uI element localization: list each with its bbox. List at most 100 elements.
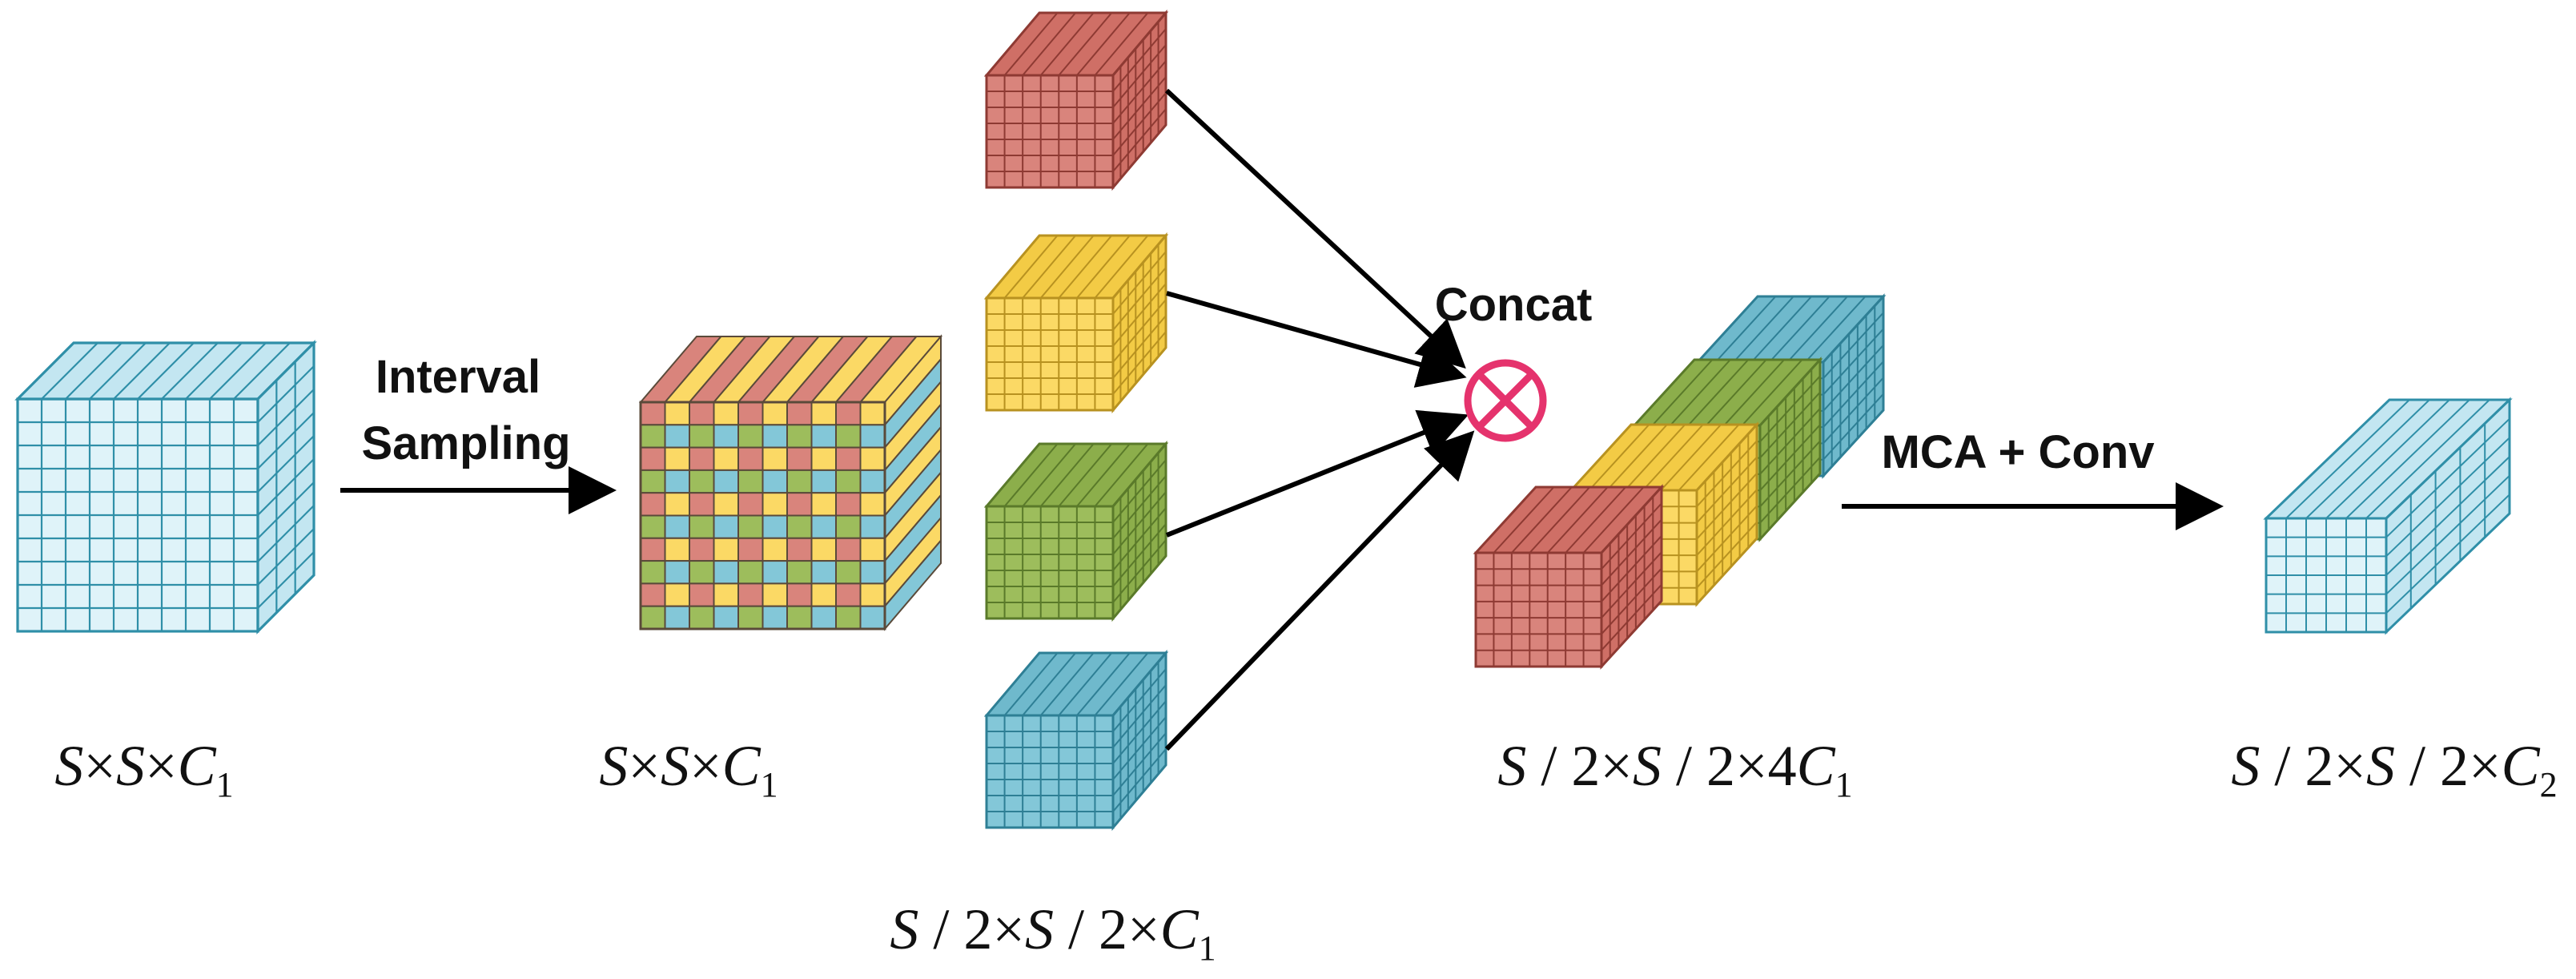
cube-side-face: [1695, 421, 1758, 607]
interval-sampled-cube: [638, 334, 943, 631]
sampled-front-cell: [737, 605, 764, 631]
sampled-front-cell: [737, 469, 764, 494]
sampled-front-cell: [664, 582, 690, 607]
split-dim-label: S / 2×S / 2×C1: [890, 897, 1216, 968]
sampled-front-outline: [639, 401, 886, 631]
interval-label-line1: Interval: [376, 351, 541, 403]
sampled-front-cell: [835, 401, 862, 426]
output-dim-label: S / 2×S / 2×C2: [2231, 734, 2557, 804]
sampled-front-cell: [689, 401, 715, 426]
cube-side-face: [1111, 440, 1167, 622]
cube-side-face: [1758, 357, 1822, 542]
sampled-front-cell: [786, 514, 813, 539]
sampled-front-cell: [713, 401, 739, 426]
sampled-front-cell: [640, 605, 666, 631]
sampled-front-cell: [786, 446, 813, 471]
cube-grid-lines: [1476, 486, 1662, 667]
sampled-front-cell: [786, 492, 813, 517]
sampled-front-cell: [835, 582, 862, 607]
sampled-front-cell: [689, 582, 715, 607]
sampled-front-cell: [713, 469, 739, 494]
sampled-front-cell: [810, 424, 837, 449]
sampled-front-cell: [664, 401, 690, 426]
sampled-front-cell: [689, 537, 715, 562]
cube-front-face: [985, 714, 1115, 829]
sampled-front-cell: [810, 446, 837, 471]
sampled-front-cell: [859, 514, 886, 539]
sampled-front-cell: [664, 514, 690, 539]
sampled-front-cell: [713, 492, 739, 517]
sampled-front-cell: [762, 605, 788, 631]
sampled-front-cell: [689, 560, 715, 585]
sampled-front-cell: [762, 582, 788, 607]
split-cube-blue: [983, 649, 1169, 832]
sampled-front-cell: [689, 514, 715, 539]
sampled-front-cell: [810, 401, 837, 426]
sampled-front-cell: [737, 424, 764, 449]
sampled-front-cell: [737, 582, 764, 607]
sampled-front-cell: [664, 446, 690, 471]
cube-grid-lines: [987, 652, 1167, 828]
arrows-layer: [340, 88, 2224, 751]
sampled-front-cell: [737, 560, 764, 585]
sampled-front-cell: [640, 514, 666, 539]
sampled-front-cell: [737, 401, 764, 426]
sampled-front-cell: [859, 469, 886, 494]
sampled-front-cell: [810, 537, 837, 562]
sampled-front-cell: [640, 560, 666, 585]
sampled-front-cell: [737, 537, 764, 562]
blue-to-concat-arrow: [1164, 430, 1475, 751]
cube-front-face: [985, 505, 1115, 620]
sampled-front-cell: [762, 469, 788, 494]
output-feature-cube: [2263, 397, 2513, 635]
sampled-front-cell: [737, 492, 764, 517]
sampled-front-cell: [664, 560, 690, 585]
sampled-front-cell: [859, 492, 886, 517]
sampled-front-cell: [640, 424, 666, 449]
green-to-concat-arrow: [1165, 409, 1469, 538]
sampled-front-cell: [835, 446, 862, 471]
sampled-front-cell: [664, 469, 690, 494]
sampled-front-cell: [786, 424, 813, 449]
sampled-front-cell: [737, 514, 764, 539]
cube-grid-lines: [2266, 399, 2510, 632]
concat-cross-b: [1476, 371, 1535, 430]
sampled-front-cell: [689, 424, 715, 449]
input-dim-label: S×S×C1: [54, 734, 233, 804]
sampled-front-cell: [786, 537, 813, 562]
sampled-front-cell: [786, 582, 813, 607]
sampled-front-cell: [835, 537, 862, 562]
cube-grid-lines: [987, 443, 1167, 618]
red-to-concat-arrow: [1164, 88, 1466, 369]
sampled-front-cell: [689, 469, 715, 494]
sampled-front-cell: [762, 401, 788, 426]
sampled-front-cell: [810, 514, 837, 539]
sampled-front-cell: [640, 492, 666, 517]
cube-side-face: [1600, 484, 1663, 670]
sampled-front-cell: [689, 605, 715, 631]
concat-label: Concat: [1435, 279, 1593, 331]
sampled-front-cell: [835, 424, 862, 449]
split-cube-green: [983, 440, 1169, 622]
cube-grid-lines: [987, 12, 1167, 187]
sampled-front-cell: [835, 605, 862, 631]
sampled-front-cell: [713, 582, 739, 607]
sampled-front-cell: [640, 401, 666, 426]
sampled-front-cell: [859, 560, 886, 585]
sampled-front-cell: [835, 469, 862, 494]
sampled-front-cell: [640, 582, 666, 607]
sampled-front-cell: [762, 537, 788, 562]
sampled-front-cell: [664, 537, 690, 562]
sampled-front-cell: [713, 446, 739, 471]
sampled-front-cell: [810, 582, 837, 607]
sampled-front-cell: [786, 605, 813, 631]
sampled-front-cell: [835, 492, 862, 517]
cube-front-face: [985, 296, 1115, 412]
input-feature-cube: [14, 340, 317, 635]
sampled-front-cell: [835, 560, 862, 585]
sampled-front-cell: [762, 446, 788, 471]
cube-side-face: [1111, 232, 1167, 414]
sampled-front-cell: [664, 424, 690, 449]
concat-symbol: [1464, 359, 1547, 442]
